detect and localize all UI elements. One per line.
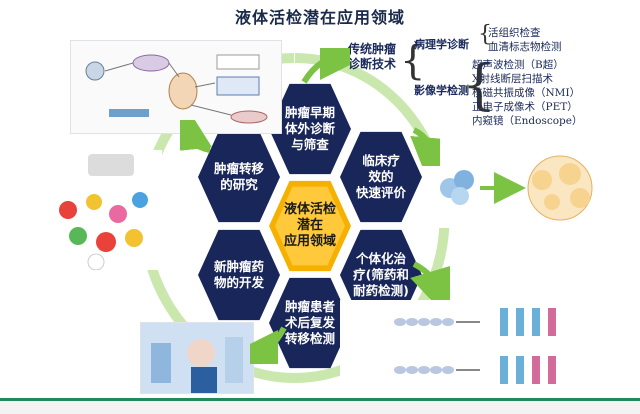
pills-image	[48, 150, 162, 271]
hex-cluster: 肿瘤早期 体外诊断 与筛查 临床疗 效的 快速评价 个体化治 疗(筛药和 耐药检…	[180, 80, 440, 380]
bottom-rule	[0, 398, 640, 414]
arrow-icon	[301, 48, 350, 84]
brace-pathology: {	[478, 22, 492, 47]
brace-imaging: {	[462, 53, 497, 116]
list-item: 核磁共振成像（NMI）	[472, 87, 581, 99]
list-item: 超声波检测（B超）	[472, 59, 564, 71]
list-item: 正电子成像术（PET）	[472, 101, 578, 113]
list-item: 活组织检查	[488, 27, 541, 39]
personalized-therapy-figure	[340, 300, 620, 396]
arrow-icon	[410, 127, 440, 166]
arrow-icon	[410, 261, 450, 300]
list-item: X射线断层扫描术	[472, 73, 553, 85]
arrow-icon	[250, 326, 287, 364]
brace-main: {	[400, 38, 426, 84]
lab-image	[140, 322, 254, 394]
metastasis-diagram	[70, 40, 282, 134]
pathology-list: 活组织检查 血清标志物检测	[488, 26, 562, 54]
pathology-label: 病理学诊断	[414, 38, 469, 51]
traditional-heading: 传统肿瘤 诊断技术	[348, 42, 397, 71]
list-item: 内窥镜（Endoscope）	[472, 115, 583, 127]
hex-center: 液体活检 潜在 应用领域	[269, 180, 351, 272]
imaging-list: 超声波检测（B超） X射线断层扫描术 核磁共振成像（NMI） 正电子成像术（PE…	[472, 58, 583, 128]
cell-diagram	[430, 150, 620, 228]
page-title: 液体活检潜在应用领域	[234, 8, 405, 27]
list-item: 血清标志物检测	[488, 41, 562, 53]
imaging-label: 影像学检测	[414, 84, 469, 97]
arrow-icon	[180, 120, 213, 153]
hex-drug-development: 新肿瘤药 物的开发	[198, 229, 280, 321]
